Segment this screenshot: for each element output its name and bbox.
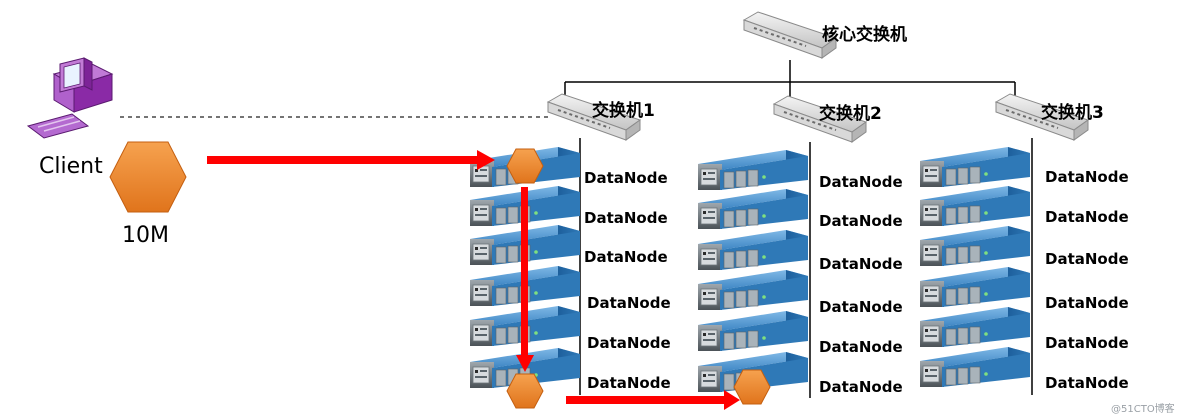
datanode-label: DataNode bbox=[1045, 334, 1129, 352]
datanode-label: DataNode bbox=[587, 374, 671, 392]
rack-2-switch-label: 交换机2 bbox=[819, 104, 882, 124]
datanode-label: DataNode bbox=[819, 378, 903, 396]
core-switch-label: 核心交换机 bbox=[822, 25, 907, 45]
rack-3-switch-label: 交换机3 bbox=[1041, 103, 1104, 123]
rack-2-servers bbox=[697, 149, 809, 393]
datanode-label: DataNode bbox=[1045, 374, 1129, 392]
datanode-label: DataNode bbox=[1045, 168, 1129, 186]
datanode-label: DataNode bbox=[819, 298, 903, 316]
rack-3-servers bbox=[919, 146, 1031, 388]
datanode-label: DataNode bbox=[584, 248, 668, 266]
data-block-icon bbox=[109, 141, 187, 213]
replication-arrows bbox=[207, 150, 740, 410]
datanode-label: DataNode bbox=[819, 255, 903, 273]
client-label: Client bbox=[39, 154, 103, 179]
datanode-label: DataNode bbox=[1045, 294, 1129, 312]
datanode-label: DataNode bbox=[587, 334, 671, 352]
watermark: @51CTO博客 bbox=[1111, 404, 1175, 415]
computer-icon bbox=[26, 57, 114, 139]
datanode-label: DataNode bbox=[584, 209, 668, 227]
datanode-label: DataNode bbox=[819, 173, 903, 191]
datanode-label: DataNode bbox=[584, 169, 668, 187]
datanode-label: DataNode bbox=[1045, 208, 1129, 226]
datanode-label: DataNode bbox=[819, 212, 903, 230]
block-size-label: 10M bbox=[122, 223, 169, 248]
rack-1-switch-label: 交换机1 bbox=[592, 101, 655, 121]
datanode-label: DataNode bbox=[819, 338, 903, 356]
datanode-label: DataNode bbox=[587, 294, 671, 312]
datanode-label: DataNode bbox=[1045, 250, 1129, 268]
network-links bbox=[120, 60, 1033, 398]
